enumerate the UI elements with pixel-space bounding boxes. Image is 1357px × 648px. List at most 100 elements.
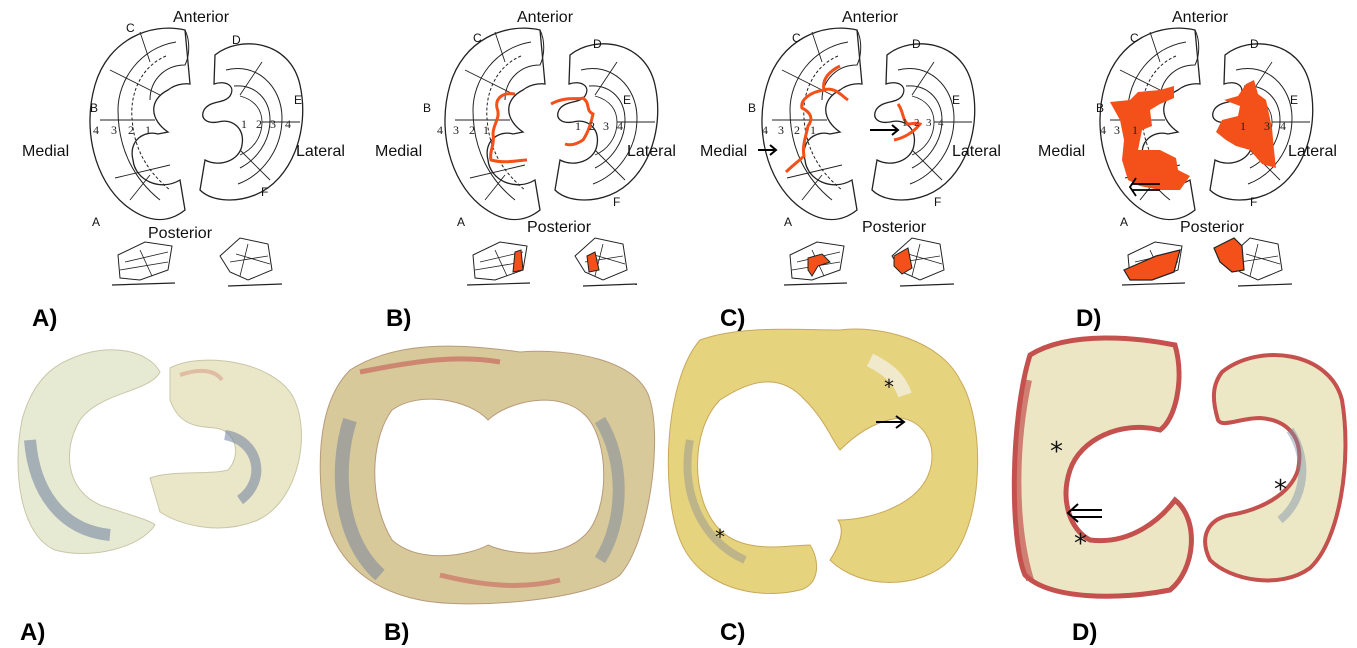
lesion-tear-medial [786, 66, 848, 172]
segment-letter-e: E [1290, 93, 1298, 107]
lesion-tear-medial [491, 94, 527, 162]
zone-2-lateral: 2 [256, 117, 262, 131]
panel-label-c-bottom: C) [720, 619, 745, 646]
zone-1-medial: 1 [810, 123, 816, 137]
segment-letter-c: C [1130, 31, 1139, 45]
segment-letter-e: E [623, 93, 631, 107]
label-lateral: Lateral [1288, 143, 1337, 160]
zone-4-medial: 4 [1100, 123, 1106, 137]
label-anterior: Anterior [517, 9, 574, 26]
panel-label-d-bottom: D) [1072, 619, 1097, 646]
zone-1-medial: 1 [1132, 123, 1138, 137]
label-anterior: Anterior [1172, 9, 1229, 26]
zone-4-medial: 4 [762, 123, 768, 137]
segment-letter-a: A [457, 215, 465, 229]
segment-letter-f: F [613, 195, 620, 209]
segment-letter-f: F [261, 185, 268, 199]
segment-letter-f: F [934, 195, 941, 209]
segment-letter-d: D [232, 33, 241, 47]
zone-3-medial: 3 [111, 123, 117, 137]
zone-2-medial: 2 [128, 123, 134, 137]
lesion-wedge-lateral [1214, 238, 1244, 272]
asterisk-marker: * [884, 375, 894, 399]
label-lateral: Lateral [627, 143, 676, 160]
label-medial: Medial [375, 143, 422, 160]
zone-3-lateral: 3 [603, 119, 609, 133]
segment-letter-c: C [473, 31, 482, 45]
segment-letter-d: D [912, 37, 921, 51]
segment-letter-b: B [748, 101, 756, 115]
segment-letter-c: C [126, 21, 135, 35]
segment-letter-e: E [294, 93, 302, 107]
zone-1-medial: 1 [145, 123, 151, 137]
segment-letter-a: A [92, 215, 100, 229]
arrow-lateral [870, 125, 898, 135]
label-lateral: Lateral [296, 143, 345, 160]
label-lateral: Lateral [952, 143, 1001, 160]
segment-letter-c: C [792, 31, 801, 45]
segment-letter-b: B [423, 101, 431, 115]
panel-label-a-bottom: A) [20, 619, 45, 646]
diagram-panel-b: Anterior Posterior Medial Lateral C B A … [375, 9, 676, 286]
zone-3-medial: 3 [778, 123, 784, 137]
zone-1-lateral: 1 [575, 119, 581, 133]
label-medial: Medial [1038, 143, 1085, 160]
panel-label-a-top: A) [32, 305, 57, 332]
zone-3-medial: 3 [1114, 123, 1120, 137]
lateral-meniscus-specimen [150, 360, 301, 528]
diagram-panel-a: Anterior Posterior Medial Lateral C B A … [22, 9, 345, 286]
segment-letter-d: D [593, 37, 602, 51]
asterisk-marker: * [1274, 475, 1287, 505]
zone-4-lateral: 4 [938, 117, 944, 129]
segment-letter-b: B [90, 101, 98, 115]
arrow-medial [758, 145, 776, 155]
specimen-photo-d: * * * [1014, 338, 1345, 596]
medial-meniscus-specimen [1014, 338, 1191, 596]
lesion-area-medial [1110, 86, 1190, 190]
zone-4-medial: 4 [93, 123, 99, 137]
label-anterior: Anterior [173, 9, 230, 26]
zone-3-lateral: 3 [1264, 119, 1270, 133]
lesion-tear-lateral [551, 98, 593, 145]
specimen-photo-c: * * [668, 329, 977, 593]
asterisk-marker: * [1050, 437, 1063, 467]
zone-4-lateral: 4 [617, 119, 623, 133]
zone-3-lateral: 3 [270, 117, 276, 131]
segment-letter-e: E [952, 93, 960, 107]
zone-1-lateral: 1 [241, 117, 247, 131]
lateral-meniscus-specimen [1205, 355, 1345, 580]
panel-label-d-top: D) [1076, 305, 1101, 332]
zone-2-lateral: 2 [589, 119, 595, 133]
diagram-panel-d: Anterior Posterior Medial Lateral C B A … [1038, 9, 1337, 286]
segment-letter-a: A [784, 215, 792, 229]
segment-letter-f: F [1250, 195, 1257, 209]
zone-1-lateral: 1 [902, 117, 908, 129]
panel-label-b-top: B) [386, 305, 411, 332]
zone-2-medial: 2 [794, 123, 800, 137]
zone-1-lateral: 1 [1240, 119, 1246, 133]
lesion-wedge-medial [513, 250, 523, 272]
label-posterior: Posterior [527, 219, 592, 236]
label-posterior: Posterior [862, 219, 927, 236]
zone-1-medial: 1 [483, 123, 489, 137]
lesion-wedge-lateral [587, 252, 599, 272]
asterisk-marker: * [1074, 529, 1087, 559]
medial-meniscus-specimen [18, 350, 160, 554]
zone-2-medial: 2 [469, 123, 475, 137]
asterisk-marker: * [715, 525, 725, 549]
segment-letter-a: A [1120, 215, 1128, 229]
specimen-photo-b [320, 346, 654, 604]
segment-letter-b: B [1096, 101, 1104, 115]
diagram-panel-c: Anterior Posterior Medial Lateral C B A … [700, 9, 1001, 286]
specimen-photo-a [18, 350, 301, 554]
label-posterior: Posterior [1180, 219, 1245, 236]
zone-3-lateral: 3 [926, 117, 932, 129]
zone-3-medial: 3 [453, 123, 459, 137]
label-anterior: Anterior [842, 9, 899, 26]
segment-letter-d: D [1250, 37, 1259, 51]
lesion-wedge-medial [808, 254, 830, 276]
label-medial: Medial [22, 143, 69, 160]
label-medial: Medial [700, 143, 747, 160]
panel-label-c-top: C) [720, 305, 745, 332]
